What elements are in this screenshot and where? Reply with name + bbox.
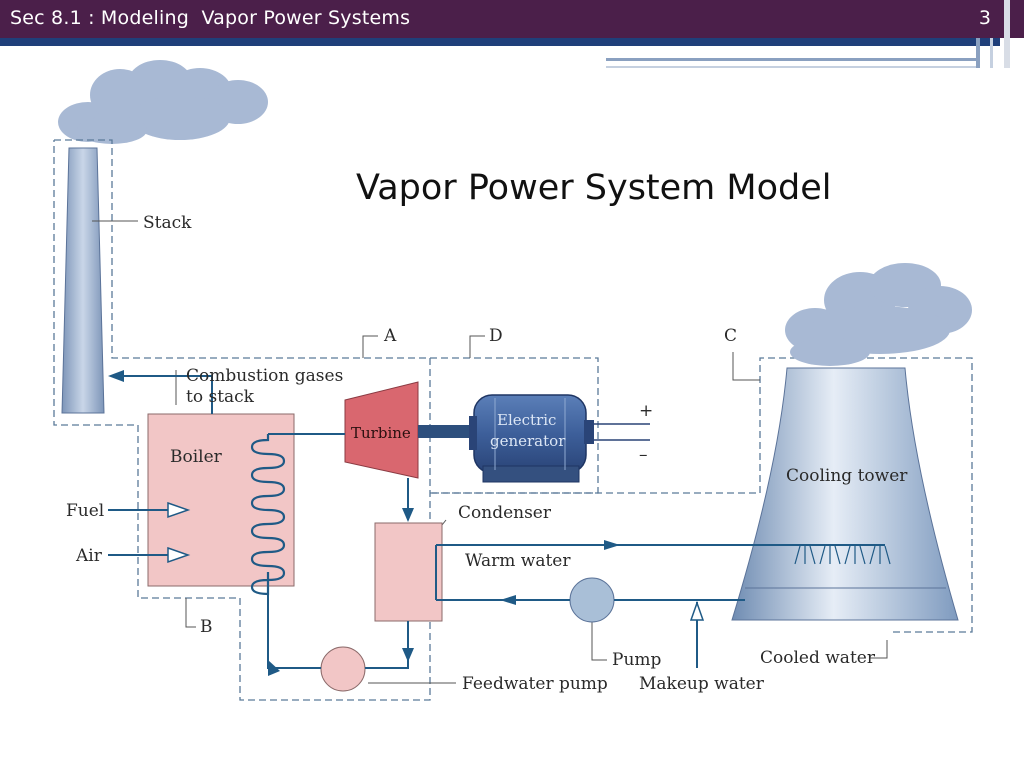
- label-feedwater-pump: Feedwater pump: [462, 674, 608, 694]
- cooling-tower: [731, 367, 959, 621]
- callout-pump: [591, 616, 607, 661]
- header-bar: Sec 8.1 : Modeling Vapor Power Systems 3: [0, 0, 1024, 38]
- header-rule-thin-2: [606, 66, 976, 68]
- tower-smoke: [785, 263, 972, 366]
- air-arrowhead: [167, 546, 191, 564]
- control-boundaries: [53, 139, 973, 701]
- header-rule-thick: [0, 38, 1000, 46]
- label-condenser: Condenser: [458, 503, 552, 523]
- label-boundary-b: B: [200, 617, 213, 637]
- label-cooled-water: Cooled water: [760, 648, 876, 668]
- slide-title: Vapor Power System Model: [356, 168, 832, 208]
- header-rule-thin: [606, 58, 976, 61]
- label-pump: Pump: [612, 650, 662, 670]
- callout-b: [185, 598, 196, 628]
- label-boiler: Boiler: [170, 447, 223, 467]
- header-side-bar-2: [990, 38, 993, 68]
- label-generator-1: Electric: [497, 411, 556, 429]
- turbine: [344, 381, 419, 479]
- spray-nozzles: [794, 545, 891, 565]
- label-fuel: Fuel: [66, 501, 104, 521]
- cooling-water-pump: [569, 577, 615, 623]
- label-makeup-water: Makeup water: [639, 674, 765, 694]
- label-combustion-2: to stack: [186, 387, 255, 407]
- label-warm-water: Warm water: [465, 551, 571, 571]
- callout-c: [732, 352, 760, 381]
- callout-cooled: [870, 640, 888, 659]
- stack-smoke: [58, 60, 268, 144]
- header-title: Sec 8.1 : Modeling Vapor Power Systems: [10, 7, 411, 29]
- flow-arrows: [108, 370, 620, 676]
- label-stack: Stack: [143, 213, 192, 233]
- label-air: Air: [75, 546, 103, 566]
- label-boundary-d: D: [489, 326, 503, 346]
- header-side-bar-3: [1004, 0, 1010, 68]
- label-terminal-minus: –: [639, 445, 648, 465]
- stack-chimney: [61, 147, 105, 414]
- makeup-arrowhead: [689, 600, 705, 621]
- boiler-coil: [250, 434, 286, 596]
- label-cooling-tower: Cooling tower: [786, 466, 908, 486]
- label-generator-2: generator: [490, 432, 566, 450]
- condenser: [374, 522, 443, 622]
- label-boundary-c: C: [724, 326, 737, 346]
- label-turbine: Turbine: [351, 424, 411, 442]
- feedwater-pump: [320, 646, 366, 692]
- label-terminal-plus: +: [639, 401, 653, 421]
- callout-a: [362, 335, 378, 358]
- turbine-shaft: [418, 425, 478, 438]
- header-side-bar: [976, 38, 980, 68]
- fuel-arrowhead: [167, 501, 191, 519]
- label-combustion-1: Combustion gases: [186, 366, 343, 386]
- page-number: 3: [978, 7, 991, 29]
- label-boundary-a: A: [383, 326, 397, 346]
- electric-generator: [469, 394, 594, 483]
- callout-d: [469, 335, 485, 358]
